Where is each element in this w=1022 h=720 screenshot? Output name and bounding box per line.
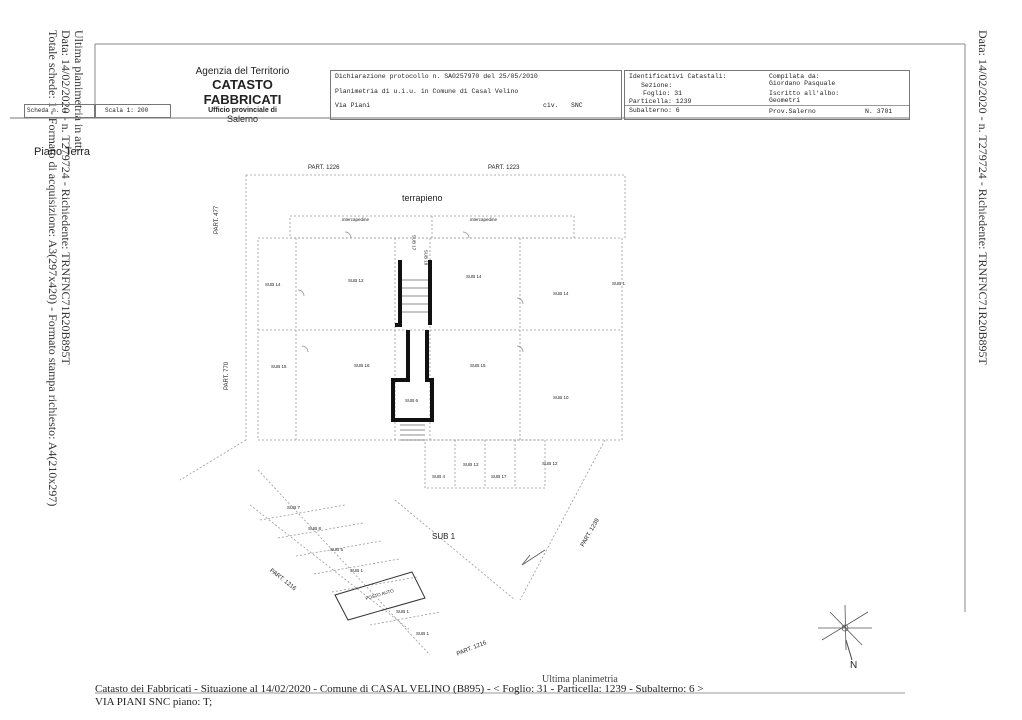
label-intercapedine-2: intercapedine — [470, 217, 498, 222]
scala-box: Scala 1: 200 — [94, 104, 171, 118]
north-arrow-icon — [845, 639, 853, 661]
sub-label: SUB 15 — [271, 364, 287, 369]
label-part-770: PART. 770 — [224, 361, 230, 390]
label-part-1226: PART. 1226 — [308, 165, 340, 171]
sub-label: SUB 1 — [396, 609, 410, 614]
sezione-label: Sezione: — [641, 82, 673, 89]
sub-label: SUB 17 — [411, 234, 417, 251]
north-compass — [818, 604, 872, 651]
sub-label: SUB 17 — [491, 474, 507, 479]
agency-name: Agenzia del Territorio — [195, 66, 290, 77]
plan-description: Planimetria di u.i.u. in Comune di Casal… — [335, 88, 519, 95]
label-north: N — [850, 660, 858, 671]
city-label: Salerno — [226, 114, 259, 124]
identifiers-box: Identificativi Catastali: Sezione: Fogli… — [624, 70, 910, 120]
albo-value: Geometri — [769, 97, 801, 104]
agency-block: Agenzia del Territorio CATASTO FABBRICAT… — [180, 66, 305, 124]
sub-label: SUB 14 — [466, 274, 482, 279]
sub-label: SUB 14 — [553, 291, 569, 296]
sub-label: SUB 4 — [432, 474, 446, 479]
sub-label: SUB 15 — [470, 363, 486, 368]
foglio-value: Foglio: 31 — [643, 90, 683, 97]
province-value: Prov.Salerno — [769, 108, 816, 115]
scale-label: Scala 1: 200 — [105, 107, 149, 114]
label-sub-1: SUB 1 — [432, 532, 456, 541]
sub-label: SUB 8 — [308, 526, 322, 531]
identifiers-divider — [625, 105, 909, 106]
sub-label: SUB 7 — [287, 505, 301, 510]
footer-stamp: Ultima planimetria — [542, 674, 618, 685]
sub-label: SUB 1 — [350, 568, 364, 573]
footer-address: VIA PIANI SNC piano: T; — [95, 696, 213, 708]
sub-label: SUB 6 — [405, 398, 419, 403]
sub-label: SUB 14 — [265, 282, 281, 287]
label-terrapieno: terrapieno — [402, 193, 443, 203]
declaration-box: Dichiarazione protocollo n. SA0257970 de… — [330, 70, 622, 120]
floor-label: Piano Terra — [34, 146, 91, 158]
label-part-477: PART. 477 — [214, 205, 220, 234]
scheda-label: Scheda n. 1 — [27, 107, 67, 114]
ufficio-label: Ufficio provinciale di — [208, 107, 277, 114]
sub-label: SUB 16 — [354, 363, 370, 368]
identifiers-label: Identificativi Catastali: — [629, 73, 727, 80]
address-street: Via Piani — [335, 102, 371, 109]
declaration-protocol: Dichiarazione protocollo n. SA0257970 de… — [335, 73, 538, 80]
civ-value: SNC — [571, 102, 583, 109]
label-part-1223: PART. 1223 — [488, 165, 520, 171]
compilata-label: Compilata da: — [769, 73, 820, 80]
sub-label: SUB 1 — [416, 631, 430, 636]
label-intercapedine-1: intercapedine — [342, 217, 370, 222]
scheda-box: Scheda n. 1 — [24, 104, 96, 118]
particella-value: Particella: 1239 — [629, 98, 692, 105]
subalterno-value: Subalterno: 6 — [629, 107, 680, 114]
footer-situation: Catasto dei Fabbricati - Situazione al 1… — [95, 683, 704, 695]
sub-label: SUB 5 — [330, 547, 344, 552]
registration-number: N. 3701 — [865, 108, 893, 115]
sub-label: SUB 12 — [348, 278, 364, 283]
sub-label: SUB 12 — [542, 461, 558, 466]
sub-label: SUB 10 — [553, 395, 569, 400]
sub-label: SUB 13 — [463, 462, 479, 467]
civ-label: civ. — [543, 102, 559, 109]
sub-label: SUB 1 — [612, 281, 626, 286]
compilatore-name: Giordano Pasquale — [769, 80, 836, 87]
iscritto-label: Iscritto all'albo: — [769, 90, 840, 97]
catasto-title: CATASTO FABBRICATI — [203, 77, 282, 107]
sub-label: SUB 18 — [423, 249, 429, 266]
